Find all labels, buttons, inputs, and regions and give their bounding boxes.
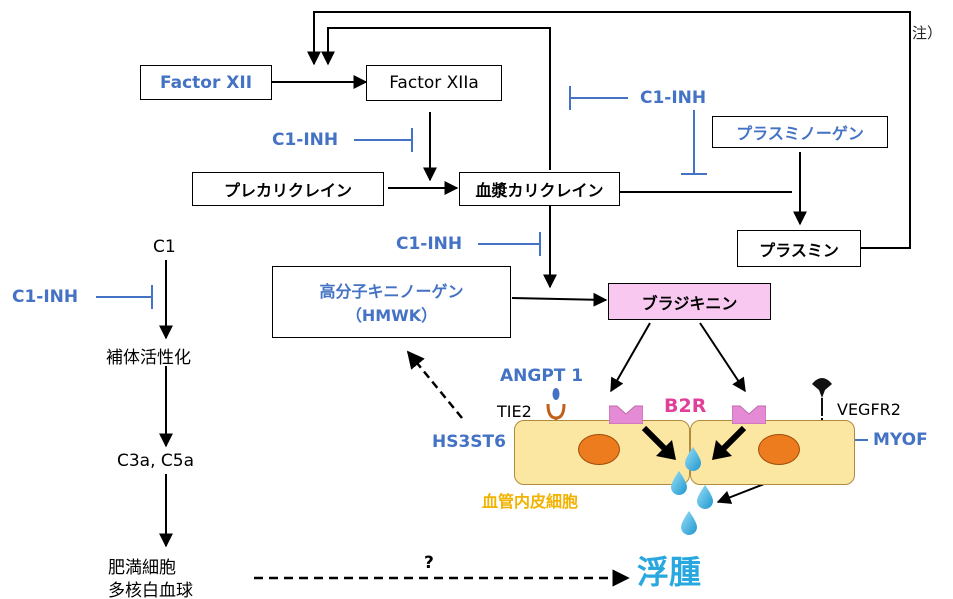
c1-label: C1 <box>153 237 176 257</box>
b2r-signal-arrow-right <box>712 425 747 460</box>
plasmin-box: プラスミン <box>737 230 861 267</box>
hmwk-label-line1: 高分子キニノーゲン <box>319 282 464 301</box>
bradykinin-box: ブラジキニン <box>608 283 771 320</box>
note-label: 注） <box>912 24 943 42</box>
water-drop-icon <box>697 485 713 509</box>
b2r-receptor-left <box>609 405 643 424</box>
c3a-c5a-label: C3a, C5a <box>117 451 195 471</box>
edema-label: 浮腫 <box>637 553 702 591</box>
b2r-receptor-right <box>732 405 766 424</box>
arrow-bradykinin-to-b2r-right <box>699 322 746 393</box>
water-drop-icon <box>685 447 701 471</box>
arrow-bradykinin-to-b2r-left <box>610 322 651 393</box>
plasma-kallikrein-box: 血漿カリクレイン <box>459 172 620 206</box>
mast-cell-label: 肥満細胞 <box>108 558 176 578</box>
nucleus-left <box>578 434 620 465</box>
myof-label: MYOF <box>873 430 928 450</box>
b2r-signal-arrow-left <box>641 425 676 460</box>
hs3st6-label: HS3ST6 <box>432 432 506 452</box>
hmwk-box: 高分子キニノーゲン （HMWK） <box>272 266 511 338</box>
nucleus-right <box>758 434 800 465</box>
factor-xiia-box: Factor XIIa <box>366 65 502 101</box>
c1inh-label-2: C1-INH <box>640 88 707 108</box>
leukocyte-label: 多核白血球 <box>108 581 193 599</box>
factor-xii-box: Factor XII <box>140 65 272 100</box>
feedback-plasmin-to-xiia <box>307 11 911 249</box>
c1inh-label-4: C1-INH <box>12 287 79 307</box>
endothelial-cell-label: 血管内皮細胞 <box>482 492 579 511</box>
angpt1-label: ANGPT 1 <box>500 366 584 386</box>
dashed-arrow-hs3st6-to-hmwk <box>406 350 463 419</box>
plasminogen-box: プラスミノーゲン <box>712 116 888 148</box>
water-drop-icon <box>671 471 687 495</box>
feedback-kallikrein-to-xiia <box>321 27 551 170</box>
vegfr2-label: VEGFR2 <box>837 400 901 419</box>
prekallikrein-box: プレカリクレイン <box>192 172 384 206</box>
tie2-receptor <box>546 403 566 420</box>
question-mark: ? <box>424 553 434 573</box>
tie2-label: TIE2 <box>497 402 532 421</box>
complement-activation-label: 補体活性化 <box>106 348 191 368</box>
water-drop-icon <box>681 511 697 535</box>
arrow-hmwk-to-bradykinin <box>511 292 608 307</box>
c1inh-label-1: C1-INH <box>272 130 339 150</box>
angpt1-ligand <box>552 388 560 400</box>
vegfr2-receptor-icon <box>812 378 832 398</box>
hmwk-label-line2: （HMWK） <box>345 306 438 325</box>
b2r-label: B2R <box>664 395 707 417</box>
c1inh-label-3: C1-INH <box>396 234 463 254</box>
